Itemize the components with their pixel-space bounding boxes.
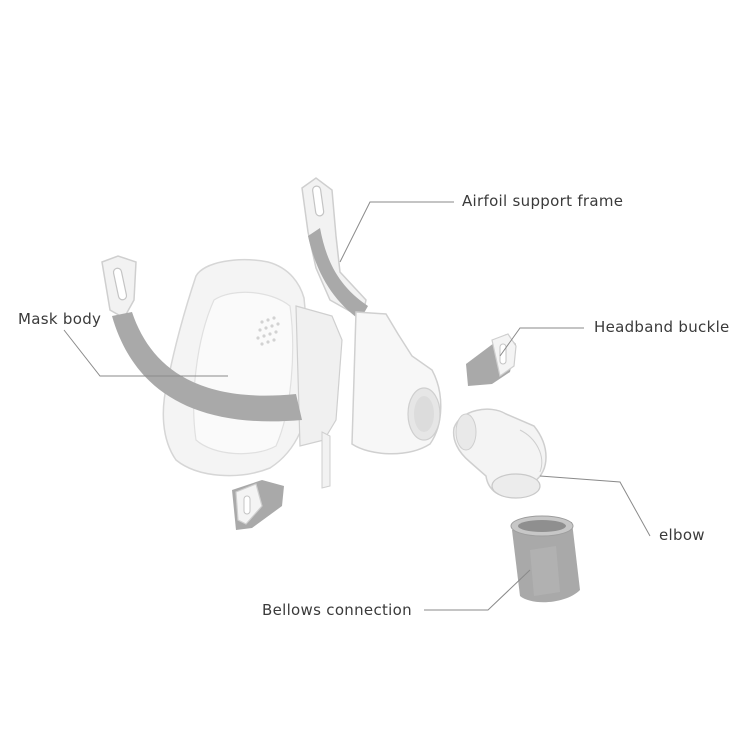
leader-mask-body [63, 329, 228, 377]
right-headband-strap [301, 177, 368, 320]
label-headband-buckle: Headband buckle [594, 318, 730, 336]
leader-headband-buckle [499, 327, 584, 357]
label-airfoil-support-frame: Airfoil support frame [462, 192, 624, 210]
left-headband-strap [101, 255, 302, 422]
leader-lines [63, 201, 651, 611]
leader-airfoil-support-frame [339, 201, 454, 263]
leader-elbow [539, 475, 651, 537]
label-elbow: elbow [659, 526, 705, 544]
mask-body-shape [162, 258, 442, 489]
elbow-shape [452, 408, 547, 499]
label-bellows-connection: Bellows connection [262, 601, 412, 619]
headband-buckle-left [232, 480, 284, 530]
label-mask-body: Mask body [18, 310, 102, 328]
headband-buckle-right [466, 333, 517, 386]
bellows-connection-shape [510, 515, 580, 603]
leader-bellows-connection [424, 569, 531, 611]
